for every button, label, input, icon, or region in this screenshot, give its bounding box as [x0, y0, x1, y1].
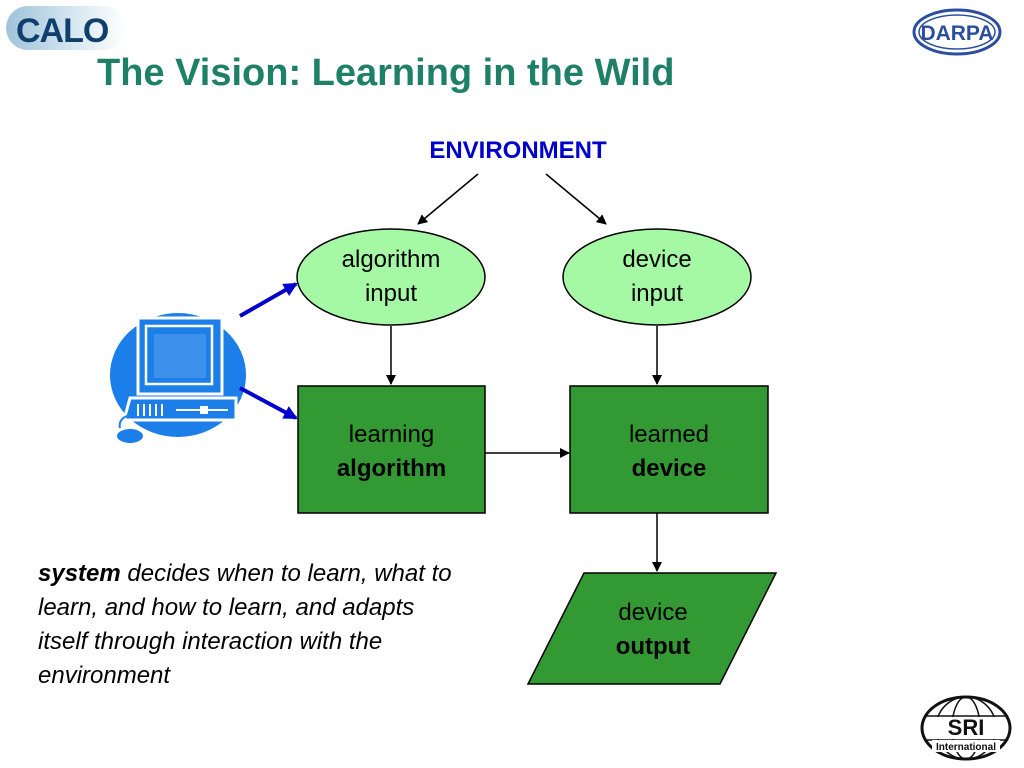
algorithm-input-label: algorithm input	[297, 243, 485, 311]
calo-logo-text: CALO	[16, 12, 109, 50]
sri-logo-text: SRI	[948, 715, 985, 740]
computer-icon	[110, 313, 246, 445]
system-caption: system decides when to learn, what to le…	[38, 557, 458, 693]
learning-algorithm-line1: learning	[348, 421, 435, 448]
env-to-device-arrow	[545, 173, 607, 225]
device-output-label: device output	[560, 596, 746, 664]
darpa-logo-text: DARPA	[920, 22, 993, 45]
computer-to-algorithm-input-arrow	[239, 282, 298, 318]
slide-title: The Vision: Learning in the Wild	[97, 52, 675, 94]
algorithm-input-line1: algorithm	[341, 246, 441, 273]
learning-algorithm-label: learning algorithm	[298, 418, 485, 486]
device-output-line1: device	[618, 599, 688, 626]
learning-algorithm-line2: algorithm	[336, 455, 447, 482]
darpa-logo: DARPA	[912, 8, 1002, 56]
calo-logo: CALO	[4, 4, 128, 52]
learning-algorithm-node	[297, 385, 486, 514]
sri-logo-subtext: International	[936, 742, 996, 753]
environment-label: ENVIRONMENT	[429, 137, 607, 164]
caption-text: decides when to learn, what to learn, an…	[38, 560, 452, 689]
device-input-node	[562, 228, 752, 326]
env-to-algorithm-arrow	[417, 173, 479, 225]
learned-device-label: learned device	[570, 418, 768, 486]
caption-keyword: system	[38, 560, 121, 587]
device-input-line1: device	[622, 246, 692, 273]
algorithm-input-node	[296, 228, 486, 326]
device-output-line2: output	[615, 633, 691, 660]
calo-logo-graphic	[6, 6, 126, 50]
learned-device-line2: device	[631, 455, 707, 482]
device-input-line2: input	[630, 280, 684, 307]
learned-device-node	[569, 385, 769, 514]
device-input-label: device input	[563, 243, 751, 311]
device-output-node	[526, 572, 778, 685]
learned-device-line1: learned	[628, 421, 710, 448]
algorithm-input-line2: input	[364, 280, 418, 307]
sri-logo: SRI International	[918, 694, 1014, 762]
computer-to-learning-arrow	[239, 386, 298, 420]
